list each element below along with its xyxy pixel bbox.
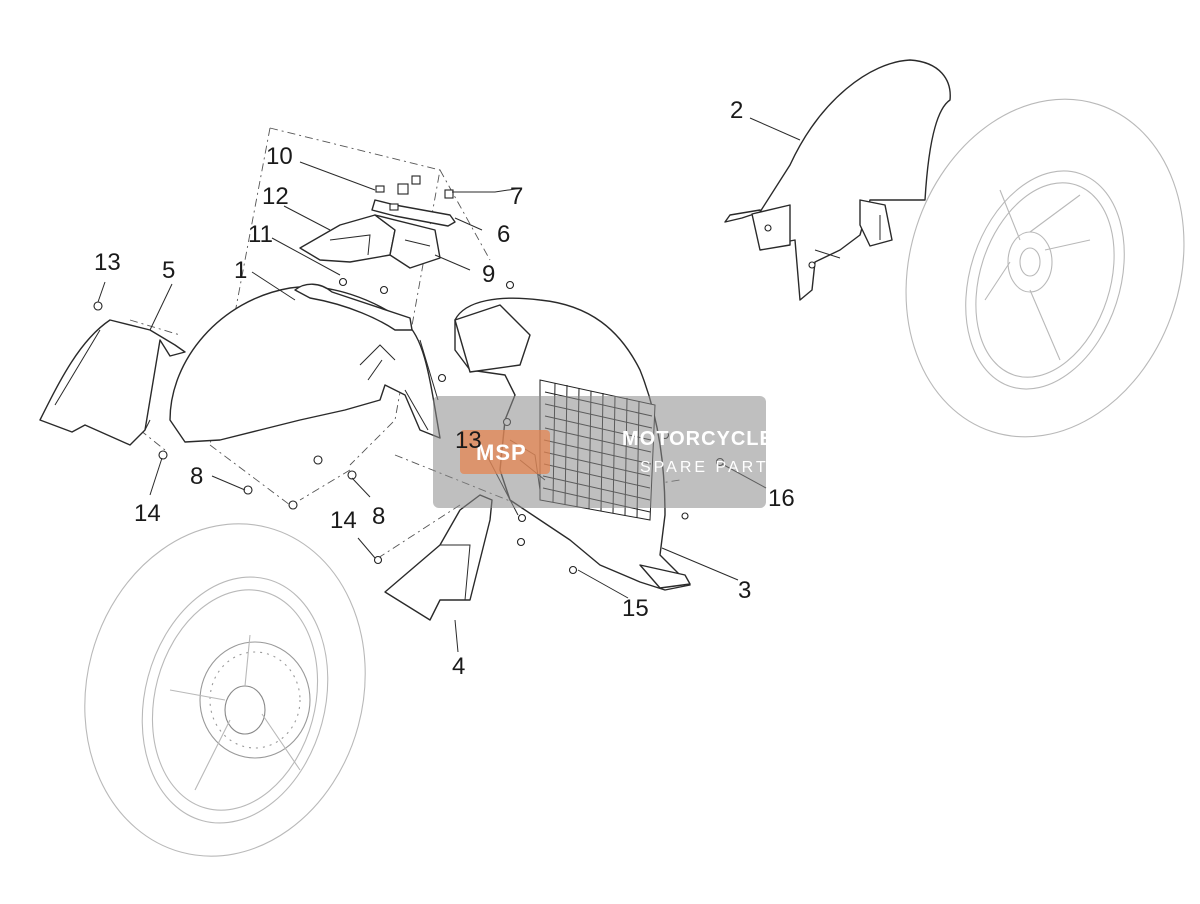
- part-side-cover-5: [39, 319, 186, 446]
- callout-7: 7: [510, 183, 523, 210]
- callout-leaders: [97, 117, 801, 653]
- callout-1: 1: [234, 257, 247, 284]
- callout-11: 11: [248, 221, 273, 248]
- callout-13a: 13: [94, 249, 121, 276]
- callout-15: 15: [622, 595, 649, 622]
- callout-14a: 14: [134, 500, 161, 527]
- callout-13b: 13: [455, 427, 482, 454]
- callout-12: 12: [262, 183, 289, 210]
- part-bracket-12: [299, 214, 441, 269]
- rear-wheel: [905, 98, 1185, 438]
- watermark-logo: MSP: [476, 440, 527, 465]
- watermark-line2: SPARE PARTS: [640, 459, 782, 476]
- callout-9: 9: [482, 261, 495, 288]
- callout-labels: 1 2 3 4 5 6 7 8 8 9 10 11 12 13 13 14 14…: [94, 97, 795, 680]
- part-lower-cover-4: [384, 494, 493, 621]
- callout-4: 4: [452, 653, 465, 680]
- assembly-reference-lines: [129, 127, 681, 561]
- callout-10: 10: [266, 143, 293, 170]
- watermark-line1: MOTORCYCLE: [622, 428, 774, 450]
- part-rear-mudguard: [724, 59, 951, 301]
- callout-6: 6: [497, 221, 510, 248]
- callout-3: 3: [738, 577, 751, 604]
- callout-16: 16: [768, 485, 795, 512]
- callout-8a: 8: [190, 463, 203, 490]
- part-small-bracket-6: [371, 175, 456, 227]
- callout-8b: 8: [372, 503, 385, 530]
- watermark: MSP MOTORCYCLE SPARE PARTS: [433, 396, 782, 508]
- part-front-mudguard: [169, 283, 441, 443]
- callout-14b: 14: [330, 507, 357, 534]
- callout-2: 2: [730, 97, 743, 124]
- callout-5: 5: [162, 257, 175, 284]
- front-wheel: [84, 523, 366, 857]
